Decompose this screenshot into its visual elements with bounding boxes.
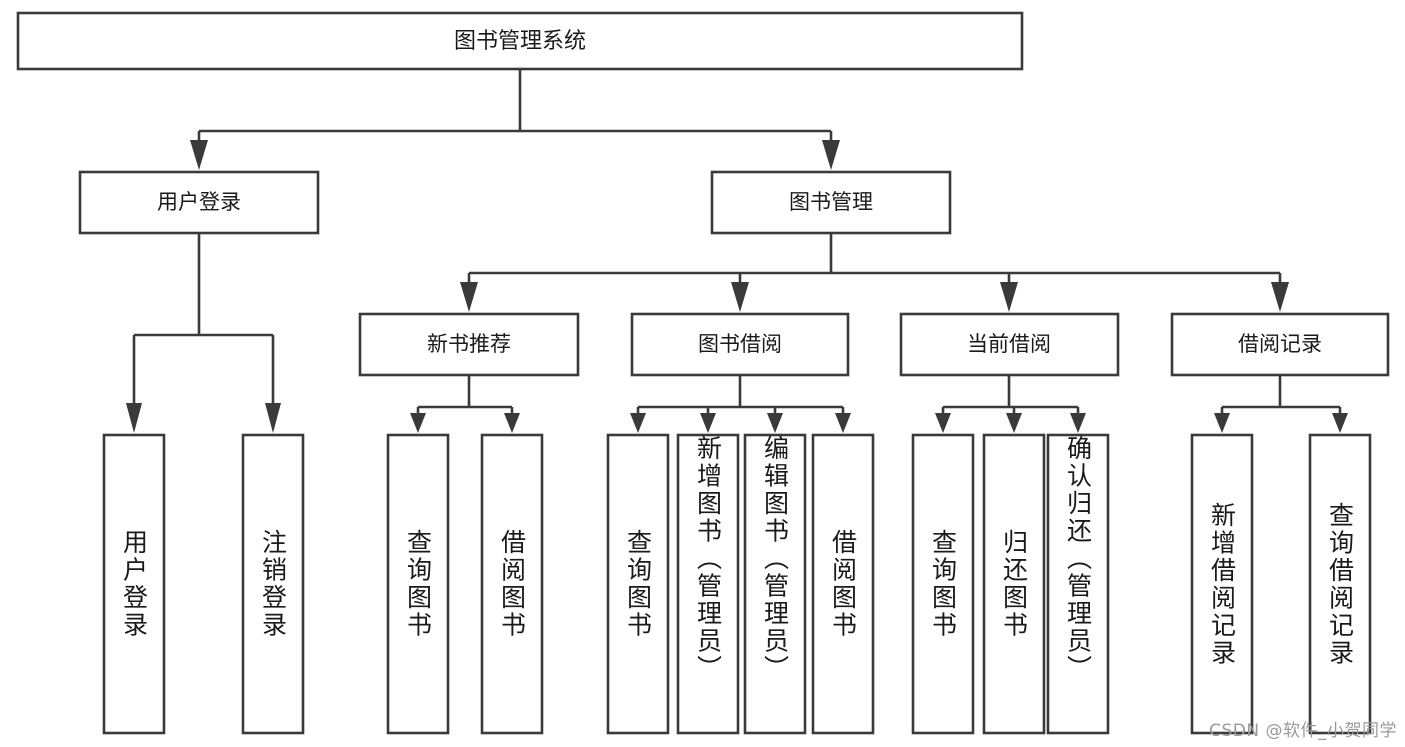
arrowhead-to-cb-return-book (1006, 413, 1022, 433)
node-box-bb-edit-book[interactable] (743, 433, 807, 735)
arrowhead-to-user-login-do (126, 403, 142, 433)
arrowhead-to-book-manage (822, 140, 840, 170)
arrowhead-to-bb-edit-book (767, 413, 783, 433)
node-box-bb-query-book[interactable] (606, 433, 670, 735)
arrowhead-to-user-logout (265, 403, 281, 433)
arrowhead-to-current-borrow (1000, 282, 1018, 312)
arrowhead-to-cb-query-book (935, 413, 951, 433)
node-box-borrow-record[interactable] (1170, 312, 1390, 377)
node-label-group: 图书管理系统 用户登录 图书管理 新书推荐 图书借阅 当前借阅 借阅记录 (157, 29, 1322, 356)
arrowhead-to-bb-query-book (630, 413, 646, 433)
arrowhead-to-book-borrow (731, 282, 749, 312)
node-box-br-add-record[interactable] (1190, 433, 1254, 735)
arrowhead-to-new-book-recommend (460, 282, 478, 312)
node-box-root[interactable] (16, 11, 1024, 71)
arrowhead-to-bb-borrow-book (835, 413, 851, 433)
arrowhead-to-nbr-borrow-book (504, 413, 520, 433)
node-label-borrow-record: 借阅记录 (1238, 332, 1322, 356)
node-box-book-manage[interactable] (710, 170, 952, 235)
node-box-cb-return-book[interactable] (982, 433, 1046, 735)
node-box-current-borrow[interactable] (899, 312, 1120, 377)
node-box-bb-borrow-book[interactable] (811, 433, 875, 735)
node-box-cb-confirm-return[interactable] (1046, 433, 1110, 735)
node-label-book-manage: 图书管理 (789, 190, 873, 214)
node-label-current-borrow: 当前借阅 (967, 332, 1051, 356)
arrowhead-to-cb-confirm-return (1070, 413, 1086, 433)
node-box-book-borrow[interactable] (630, 312, 850, 377)
arrowhead-to-borrow-record (1271, 282, 1289, 312)
node-box-cb-query-book[interactable] (911, 433, 975, 735)
node-label-book-borrow: 图书借阅 (698, 332, 782, 356)
node-label-new-book-recommend: 新书推荐 (427, 332, 511, 356)
arrowhead-to-br-query-record (1332, 413, 1348, 433)
connector-group (132, 69, 1342, 413)
node-box-bb-add-book[interactable] (676, 433, 740, 735)
arrowhead-group (126, 140, 1348, 433)
watermark-text: CSDN @软件_小贺同学 (1209, 721, 1397, 741)
node-box-nbr-query-book[interactable] (386, 433, 450, 735)
node-box-group (16, 11, 1390, 735)
arrowhead-to-nbr-query-book (410, 413, 426, 433)
node-box-br-query-record[interactable] (1308, 433, 1372, 735)
arrowhead-to-bb-add-book (700, 413, 716, 433)
node-label-user-login: 用户登录 (157, 190, 241, 214)
node-box-user-login[interactable] (78, 170, 320, 235)
node-box-user-login-do[interactable] (102, 433, 166, 735)
node-box-user-logout[interactable] (241, 433, 305, 735)
arrowhead-to-br-add-record (1214, 413, 1230, 433)
node-label-root: 图书管理系统 (454, 29, 586, 54)
node-box-new-book-recommend[interactable] (358, 312, 580, 377)
node-box-nbr-borrow-book[interactable] (480, 433, 544, 735)
arrowhead-to-user-login (190, 140, 208, 170)
